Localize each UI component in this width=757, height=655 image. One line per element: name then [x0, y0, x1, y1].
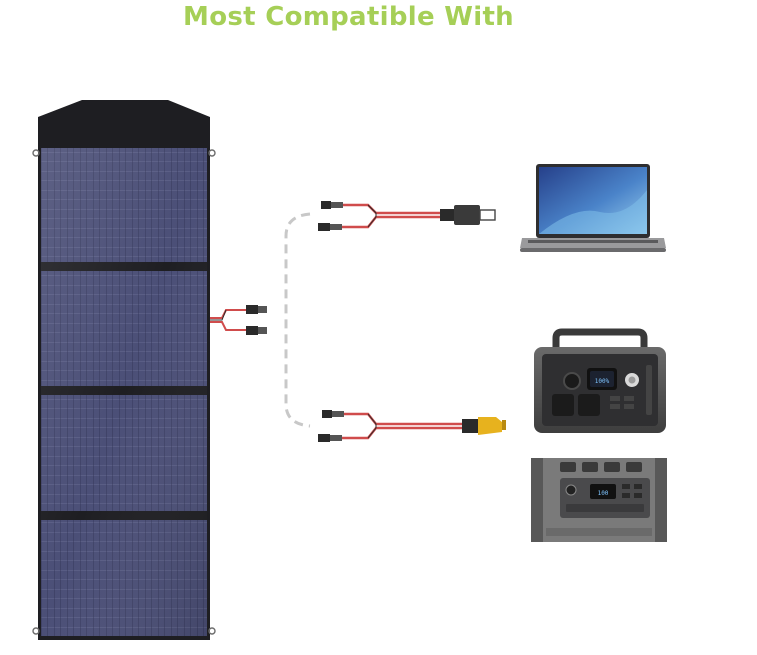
mc4-connector-icon	[246, 305, 267, 335]
connection-bracket	[284, 212, 311, 428]
panel-output-cable	[210, 309, 246, 331]
svg-text:100%: 100%	[595, 378, 610, 385]
large-power-station-icon: 100	[531, 458, 667, 542]
xt60-connector-icon	[462, 417, 506, 435]
dc-adapter-cable	[318, 201, 440, 231]
dc-connector-icon	[440, 205, 496, 225]
power-station-icon: 100%	[534, 328, 666, 433]
page-title: Most Compatible With	[183, 2, 514, 32]
laptop-icon	[520, 164, 666, 252]
solar-panel-icon	[32, 100, 216, 640]
xt60-adapter-cable	[318, 410, 462, 442]
svg-text:100: 100	[598, 490, 609, 497]
